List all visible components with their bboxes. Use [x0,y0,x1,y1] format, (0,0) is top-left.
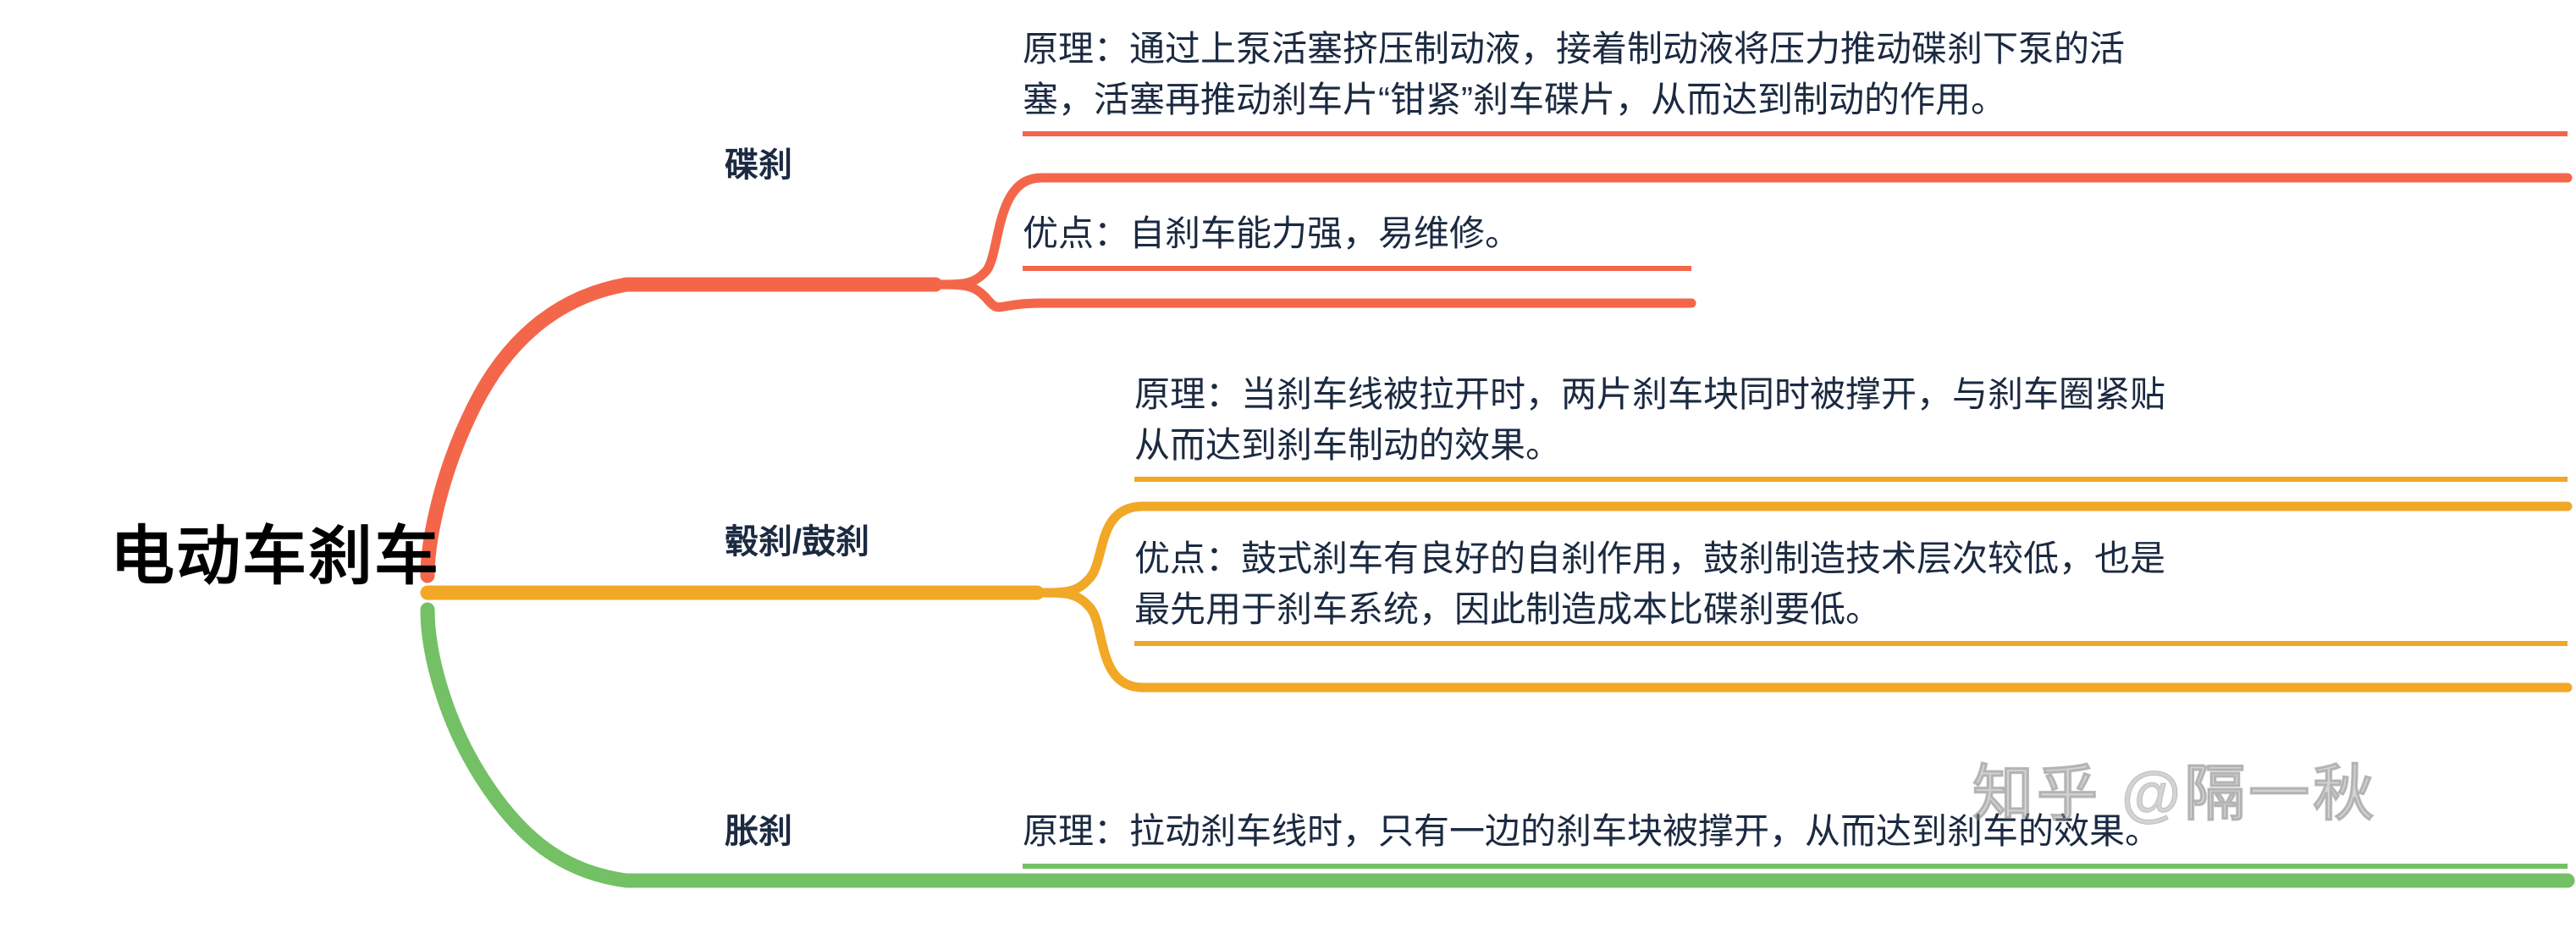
node-drum-principle-line-2: 从而达到刹车制动的效果。 [1134,424,1562,465]
node-drum-merit[interactable]: 优点：鼓式刹车有良好的自刹作用，鼓刹制造技术层次较低，也是 最先用于刹车系统，因… [1134,533,2568,647]
branch-path-disc-merit [930,279,1696,312]
node-drum-merit-line-1: 优点：鼓式刹车有良好的自刹作用，鼓刹制造技术层次较低，也是 [1134,539,2166,578]
node-disc-principle-line-2: 塞，活塞再推动刹车片“钳紧”刹车碟片，从而达到制动的作用。 [1023,79,2006,119]
node-disc-merit-line-1: 优点：自刹车能力强，易维修。 [1023,213,1521,253]
node-disc-principle-line-1: 原理：通过上泵活塞挤压制动液，接着制动液将压力推动碟刹下泵的活 [1023,29,2126,69]
node-drum-principle[interactable]: 原理：当刹车线被拉开时，两片刹车块同时被撑开，与刹车圈紧贴 从而达到刹车制动的效… [1134,369,2568,483]
root-node-label[interactable]: 电动车刹车 [110,521,440,593]
branch-label-expand[interactable]: 胀刹 [725,813,792,850]
node-drum-merit-line-2: 最先用于刹车系统，因此制造成本比碟刹要低。 [1134,588,1882,629]
node-expand-principle-line-1: 原理：拉动刹车线时，只有一边的刹车块被撑开，从而达到刹车的效果。 [1023,811,2161,851]
branch-label-disc[interactable]: 碟刹 [725,146,792,184]
watermark: 知乎 @隔一秋 [1972,760,2378,828]
node-drum-principle-line-1: 原理：当刹车线被拉开时，两片刹车块同时被撑开，与刹车圈紧贴 [1134,374,2166,414]
node-expand-principle[interactable]: 原理：拉动刹车线时，只有一边的刹车块被撑开，从而达到刹车的效果。 [1023,806,2568,869]
node-disc-principle[interactable]: 原理：通过上泵活塞挤压制动液，接着制动液将压力推动碟刹下泵的活 塞，活塞再推动刹… [1023,24,2568,137]
branch-label-drum[interactable]: 毂刹/鼓刹 [725,523,870,561]
node-disc-merit[interactable]: 优点：自刹车能力强，易维修。 [1023,208,1691,271]
